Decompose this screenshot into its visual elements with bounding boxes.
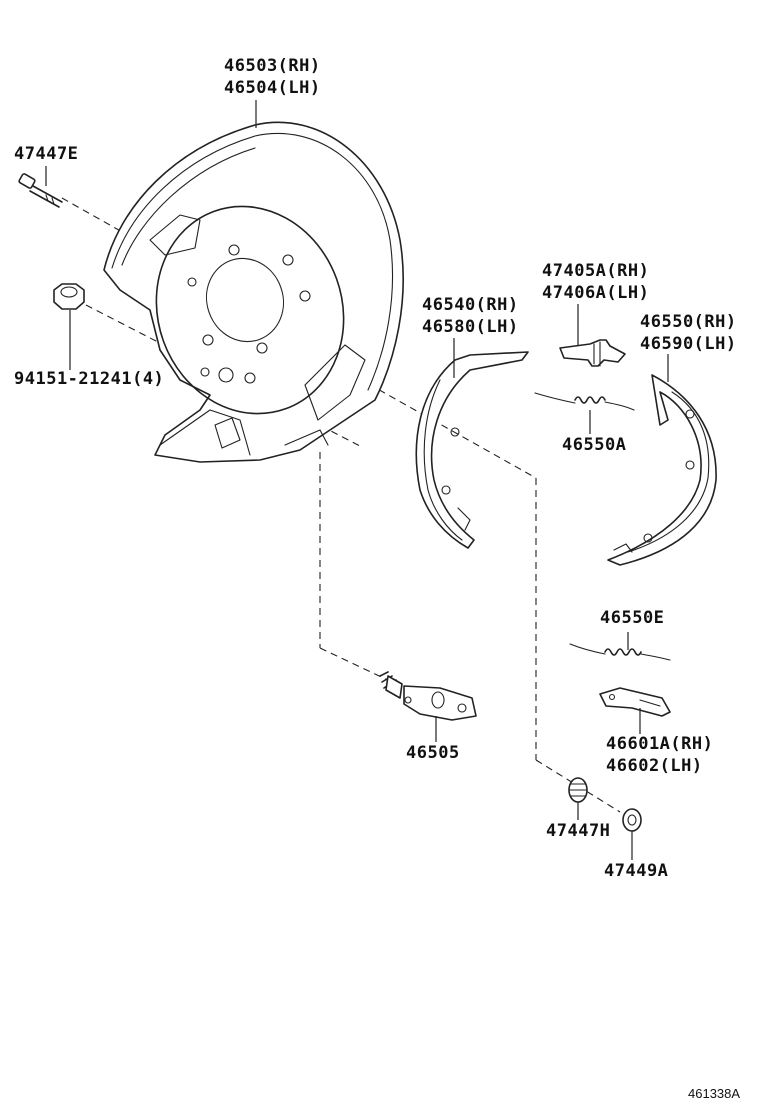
label-nut: 94151-21241(4) [14,368,164,390]
label-bolt: 47447E [14,143,78,165]
label-line: 47405A(RH) [542,261,650,281]
label-line: 94151-21241(4) [14,369,165,389]
label-hold-down-cup: 47449A [604,860,668,882]
figure-id: 461338A [688,1086,741,1101]
hold-down-spring-drawing [568,777,588,803]
label-line: 47447H [546,821,611,841]
label-line: 46601A(RH) [606,734,714,754]
hold-down-cup-drawing [622,808,642,832]
label-brake-shoe-front: 46540(RH) 46580(LH) [422,294,519,338]
bolt-drawing [18,173,63,208]
label-line: 46505 [406,743,460,763]
label-line: 46504(LH) [224,78,321,98]
leader-lines [45,100,669,860]
label-line: 46590(LH) [640,334,737,354]
label-line: 46550(RH) [640,312,737,332]
label-line: 46550A [562,435,627,455]
label-line: 46580(LH) [422,317,519,337]
label-line: 47447E [14,144,79,164]
label-brake-shoe-rear: 46550(RH) 46590(LH) [640,311,737,355]
brake-shoe-front-drawing [415,351,529,549]
label-line: 46540(RH) [422,295,519,315]
lower-spring-drawing [569,643,671,661]
parking-lever-drawing [599,687,671,717]
label-parking-lever: 46601A(RH) 46602(LH) [606,733,713,777]
brake-shoe-rear-drawing [607,374,717,566]
label-line: 46503(RH) [224,56,321,76]
adjuster-drawing [559,339,626,367]
nut-drawing [53,283,85,310]
wheel-cylinder-drawing [379,671,477,721]
label-line: 47406A(LH) [542,283,650,303]
backing-plate-drawing [103,121,404,463]
label-wheel-cylinder: 46505 [406,742,460,764]
label-hold-down-spring: 47447H [546,820,610,842]
label-line: 46550E [600,608,665,628]
label-line: 47449A [604,861,669,881]
label-lower-spring: 46550E [600,607,664,629]
label-backing-plate: 46503(RH) 46504(LH) [224,55,321,99]
label-line: 46602(LH) [606,756,703,776]
label-adjuster: 47405A(RH) 47406A(LH) [542,260,649,304]
upper-spring-drawing [534,392,635,411]
label-upper-spring: 46550A [562,434,626,456]
